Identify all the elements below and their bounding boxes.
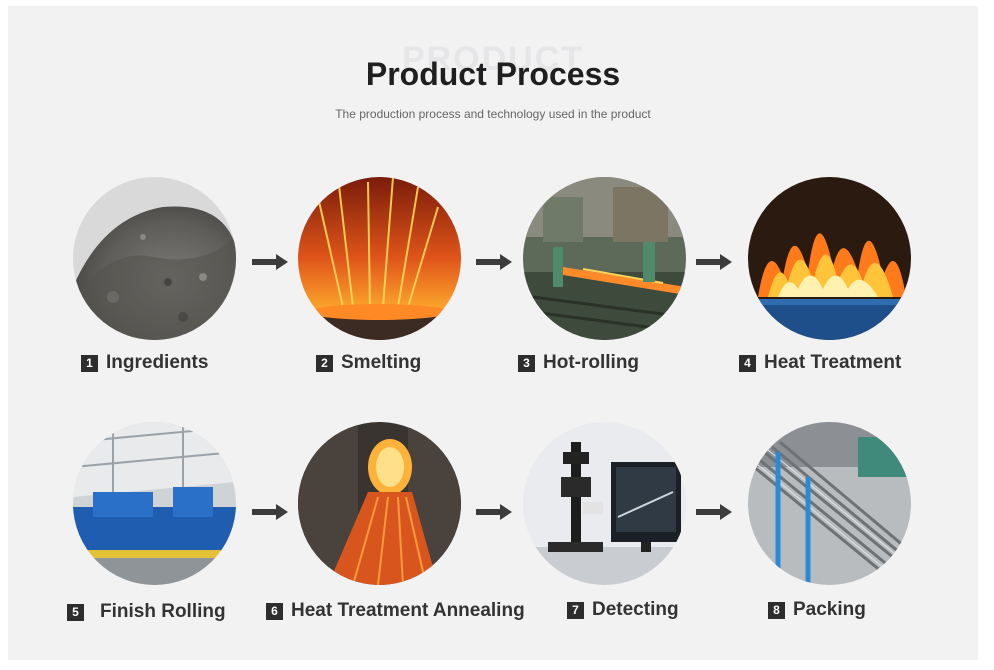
arrow-right-icon	[476, 504, 512, 520]
arrow-right-icon	[252, 504, 288, 520]
step-3-title: Hot-rolling	[543, 352, 640, 373]
step-4-image	[748, 177, 911, 340]
step-4-label: 4 Heat Treatment	[739, 352, 901, 374]
arrow-right-icon	[252, 254, 288, 270]
step-3-image	[523, 177, 686, 340]
arrow-right-icon	[696, 504, 732, 520]
step-8-label: 8 Packing	[768, 599, 866, 621]
step-4-number: 4	[739, 354, 756, 372]
step-6-label: 6 Heat Treatment Annealing	[266, 600, 525, 622]
arrow-right-icon	[696, 254, 732, 270]
step-8-title: Packing	[793, 599, 866, 620]
step-8-image	[748, 422, 911, 585]
step-7-image	[523, 422, 686, 585]
step-6-image	[298, 422, 461, 585]
step-2-title: Smelting	[341, 352, 422, 373]
step-1-label: 1 Ingredients	[81, 352, 208, 374]
step-3-label: 3 Hot-rolling	[518, 352, 639, 374]
page-title: Product Process	[365, 56, 621, 92]
step-5-label: 5 Finish Rolling	[67, 601, 226, 623]
page-subtitle: The production process and technology us…	[335, 107, 651, 121]
step-2-label: 2 Smelting	[316, 352, 421, 374]
step-1-number: 1	[81, 354, 98, 372]
step-3-number: 3	[518, 354, 535, 372]
watermark-text: PRODUCT	[401, 40, 585, 78]
step-5-number: 5	[67, 603, 84, 621]
step-7-number: 7	[567, 601, 584, 619]
step-7-label: 7 Detecting	[567, 599, 679, 621]
arrow-right-icon	[476, 254, 512, 270]
step-2-number: 2	[316, 354, 333, 372]
step-6-number: 6	[266, 602, 283, 620]
step-2-image	[298, 177, 461, 340]
step-5-image	[73, 422, 236, 585]
step-4-title: Heat Treatment	[764, 352, 902, 373]
step-1-image	[73, 177, 236, 340]
step-6-title: Heat Treatment Annealing	[291, 600, 525, 621]
step-5-title: Finish Rolling	[100, 601, 226, 622]
step-7-title: Detecting	[592, 599, 679, 620]
process-panel: PRODUCT Product Process The production p…	[8, 6, 978, 660]
step-8-number: 8	[768, 601, 785, 619]
step-1-title: Ingredients	[106, 352, 209, 373]
